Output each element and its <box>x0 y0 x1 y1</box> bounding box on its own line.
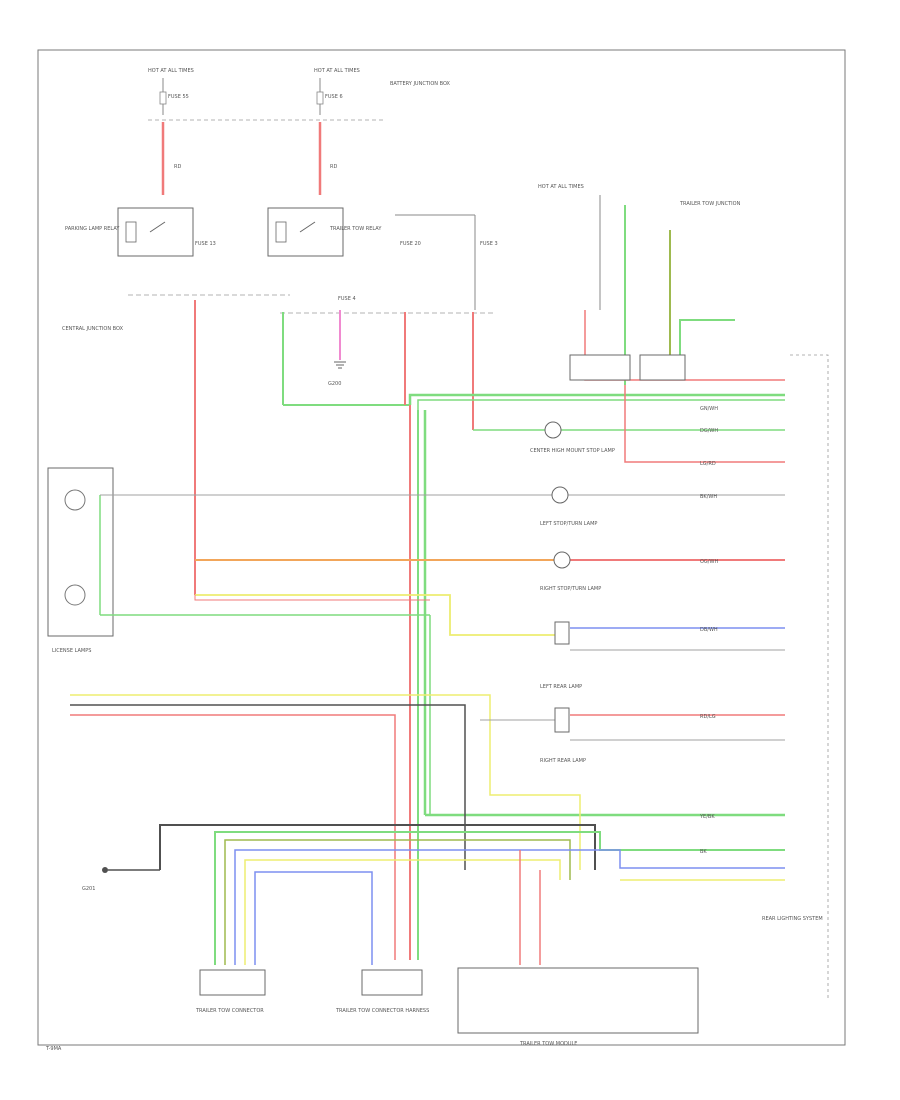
g200-label: G200 <box>328 381 341 387</box>
battery-junction-label: BATTERY JUNCTION BOX <box>390 81 451 87</box>
center-stop-lamp-label: CENTER HIGH MOUNT STOP LAMP <box>530 448 615 454</box>
hot-label-1: HOT AT ALL TIMES <box>148 68 194 74</box>
bulb-icon <box>553 551 571 569</box>
diagram-frame <box>37 49 846 1046</box>
right-stop-lamp-label: RIGHT STOP/TURN LAMP <box>540 586 601 592</box>
wire-red-output-1 <box>624 385 785 463</box>
bulb-icon <box>64 584 86 606</box>
fuse-block-right: HOT AT ALL TIMES FUSE 6 BATTERY JUNCTION… <box>314 68 451 115</box>
wire-yellow-low <box>244 859 561 965</box>
connector-c1 <box>199 969 266 996</box>
wire-blue-loop <box>254 871 373 965</box>
central-junction-label: CENTRAL JUNCTION BOX <box>62 326 124 332</box>
wire-label: DG/WH <box>700 428 718 434</box>
connector-c1-label: TRAILER TOW CONNECTOR <box>195 1008 264 1014</box>
trailer-tow-module <box>457 967 699 1034</box>
connector-c2 <box>361 969 423 996</box>
relay-2: TRAILER TOW RELAY FUSE 20 FUSE 3 <box>267 207 498 257</box>
fuse-tail-label: FUSE 4 <box>338 296 356 302</box>
relay-1-label: PARKING LAMP RELAY <box>65 226 120 232</box>
fuse-icon <box>159 91 167 105</box>
wire-red-pale <box>194 595 430 601</box>
wire-yellow-long <box>70 694 581 870</box>
relay-1: PARKING LAMP RELAY FUSE 13 <box>65 207 216 257</box>
wire-label: LG/RD <box>700 461 716 467</box>
wire-label: RD/LG <box>700 714 716 720</box>
fuse-label-2: FUSE 6 <box>325 94 343 100</box>
fuse-label-1: FUSE 55 <box>168 94 189 100</box>
right-boundary <box>790 354 829 1000</box>
connector-icon <box>639 354 686 381</box>
wire-label: RD <box>330 164 337 170</box>
right-rear-lamp-label: RIGHT REAR LAMP <box>540 758 586 764</box>
connector-icon <box>554 707 570 733</box>
page-code: T-9MA <box>45 1046 62 1052</box>
g201-label: G201 <box>82 886 95 892</box>
relay-coil-icon <box>275 221 287 243</box>
bulb-icon <box>64 489 86 511</box>
hot-label-3: HOT AT ALL TIMES <box>538 184 584 190</box>
ground-symbol-icon <box>102 867 160 873</box>
wire-green-bus-top <box>408 393 785 405</box>
fuse-r2-label: FUSE 20 <box>400 241 421 247</box>
wire-label: OG/WH <box>700 559 718 565</box>
wire-label: DB/WH <box>700 627 718 633</box>
connector-icon <box>569 354 631 381</box>
wire-green-bus-low <box>214 831 785 965</box>
hot-label-2: HOT AT ALL TIMES <box>314 68 360 74</box>
left-rear-lamp-label: LEFT REAR LAMP <box>540 684 582 690</box>
wire-label: YE/BK <box>699 814 715 820</box>
relay-switch-icon <box>149 221 166 233</box>
wire-green-bus-top-2 <box>417 399 785 410</box>
relay-switch-icon <box>299 221 316 233</box>
wire-black-long <box>70 704 466 870</box>
trailer-tow-jb-label: TRAILER TOW JUNCTION <box>679 201 741 207</box>
license-lamp-label: LICENSE LAMPS <box>52 648 91 654</box>
module-label: TRAILER TOW MODULE <box>519 1041 577 1047</box>
wire-blue-low <box>234 849 785 965</box>
wire-olive-low <box>224 839 571 965</box>
wire-label: BK <box>700 849 707 855</box>
fuse-r1-label: FUSE 13 <box>195 241 216 247</box>
left-stop-lamp-label: LEFT STOP/TURN LAMP <box>540 521 597 527</box>
wire-black-bus <box>159 824 596 870</box>
wire-label: BK/WH <box>700 494 717 500</box>
right-note-label: REAR LIGHTING SYSTEM <box>762 916 823 922</box>
connector-icon <box>554 621 570 645</box>
ground-symbol-icon <box>334 361 346 369</box>
bulb-icon <box>544 421 562 439</box>
wire-green-branch <box>679 319 735 365</box>
relay-coil-icon <box>125 221 137 243</box>
wire-label: RD <box>174 164 181 170</box>
fuse-block-left: HOT AT ALL TIMES FUSE 55 <box>148 68 194 115</box>
wire-yellow <box>195 594 560 636</box>
bulb-icon <box>551 486 569 504</box>
wire-red-long <box>70 714 396 960</box>
wire-label: GN/WH <box>700 406 718 412</box>
fuse-icon <box>316 91 324 105</box>
connector-c2-label: TRAILER TOW CONNECTOR HARNESS <box>335 1008 429 1014</box>
relay-2-label: TRAILER TOW RELAY <box>329 226 382 232</box>
fuse-3-label: FUSE 3 <box>480 241 498 247</box>
